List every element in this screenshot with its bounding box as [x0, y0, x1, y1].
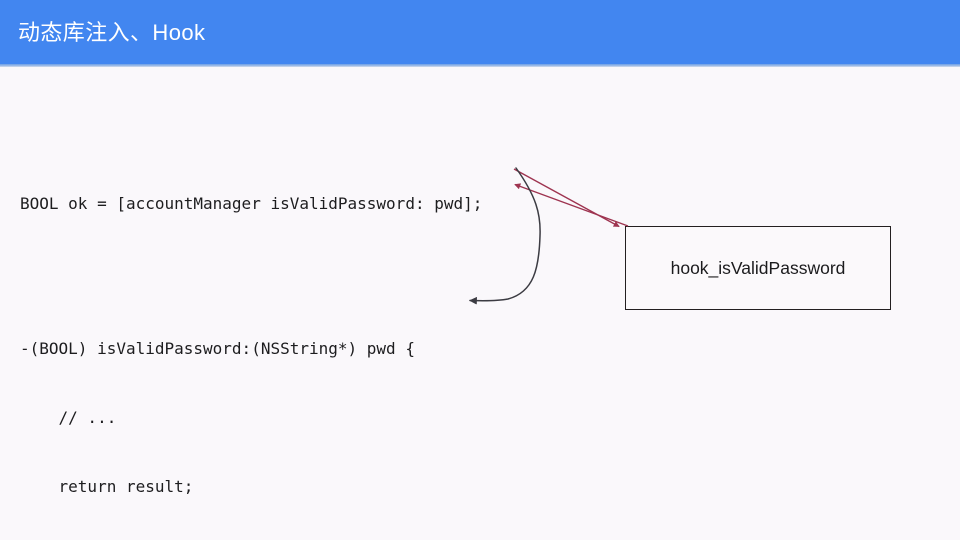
arrow-to-hook-box	[513, 168, 620, 228]
code-line: -(BOOL) isValidPassword:(NSString*) pwd …	[20, 339, 415, 358]
code-line: // ...	[20, 408, 117, 427]
code-block-call-site: BOOL ok = [accountManager isValidPasswor…	[20, 146, 482, 261]
page-title: 动态库注入、Hook	[18, 20, 206, 45]
slide-header-underline	[0, 64, 960, 67]
code-block-method-implementation: -(BOOL) isValidPassword:(NSString*) pwd …	[20, 291, 415, 540]
hook-function-label: hook_isValidPassword	[670, 257, 846, 278]
code-line: return result;	[20, 477, 194, 496]
arrow-to-call-site	[514, 183, 629, 227]
hook-function-box: hook_isValidPassword	[625, 226, 891, 310]
code-line: BOOL ok = [accountManager isValidPasswor…	[20, 194, 483, 213]
slide-header-band	[0, 0, 960, 66]
